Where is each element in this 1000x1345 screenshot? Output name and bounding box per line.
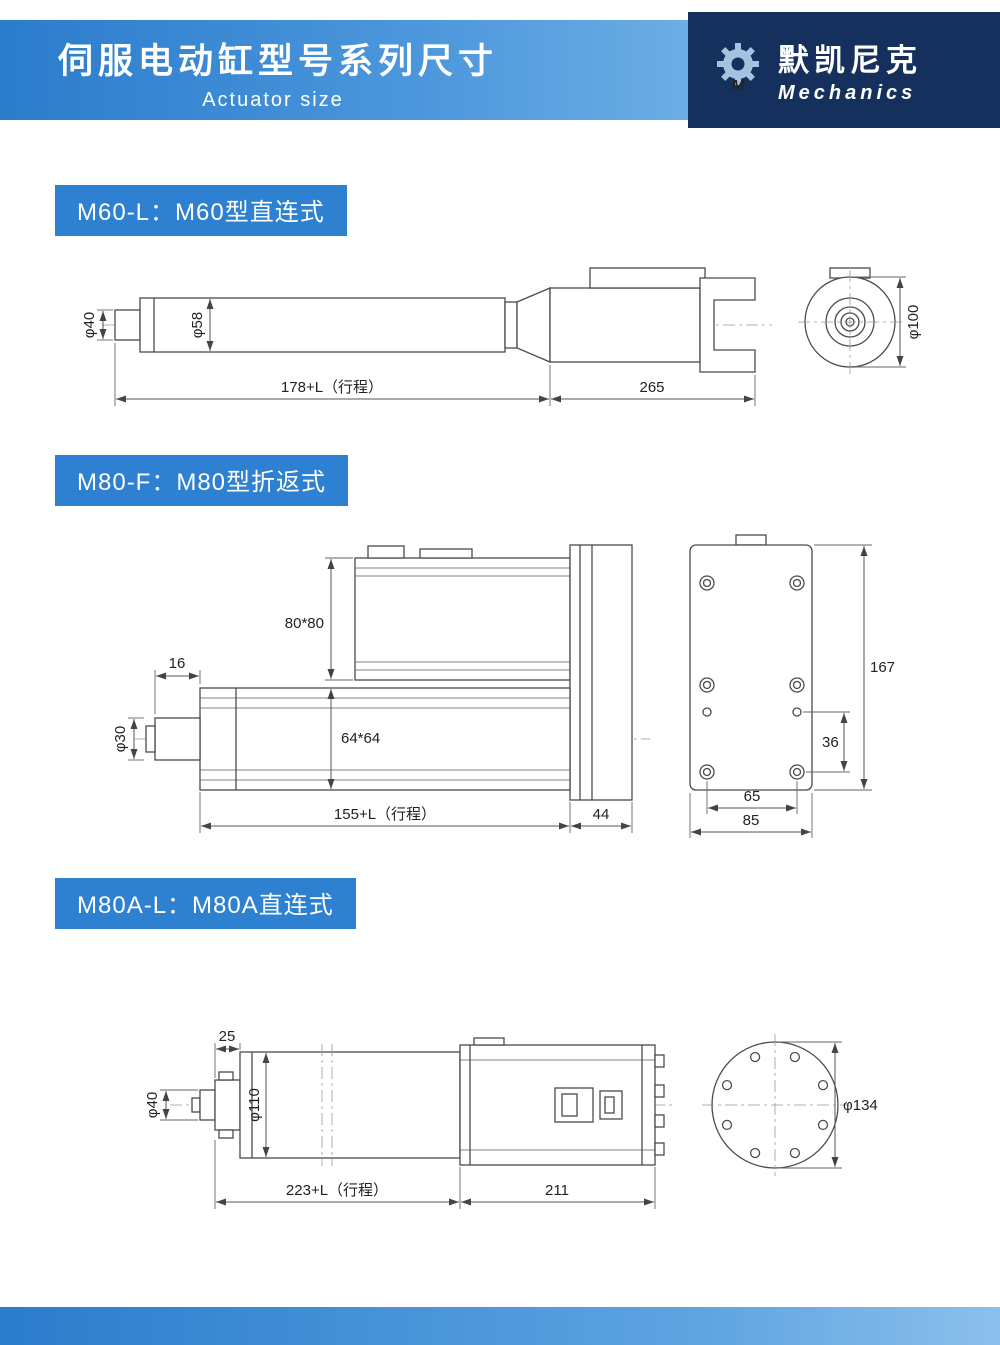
m60-dim-end-dia: φ100 — [905, 305, 922, 340]
m60-side-view — [102, 267, 772, 373]
m80f-dimensions: 16 φ30 80*80 64*64 155+L（行程） 44 — [112, 557, 633, 833]
m80a-dim-rod-dia: φ40 — [144, 1092, 161, 1118]
m60-end-view: φ100 — [798, 267, 922, 374]
m80f-dim-stroke: 155+L（行程） — [334, 806, 436, 823]
m60-dim-rod-dia: φ40 — [81, 312, 98, 338]
m80f-drawing-svg: 16 φ30 80*80 64*64 155+L（行程） 44 — [112, 534, 895, 838]
m80a-drawing-svg: 25 φ40 φ110 223+L（行程） 211 φ134 — [144, 1028, 878, 1209]
m80a-dimensions: 25 φ40 φ110 223+L（行程） 211 — [144, 1028, 656, 1209]
m80f-dim-plate-h: 167 — [870, 659, 895, 676]
m80a-dim-body-dia: φ110 — [246, 1088, 263, 1122]
brand-name-cn: 默凯尼克 — [778, 43, 922, 78]
m80f-dim-flange-w: 44 — [593, 806, 610, 823]
gear-logo-icon: M — [717, 43, 759, 94]
m80f-drawing: 16 φ30 80*80 64*64 155+L（行程） 44 — [50, 520, 950, 860]
m80a-dim-stroke: 223+L（行程） — [286, 1182, 388, 1199]
m60-drawing: φ40 φ58 178+L（行程） 265 φ100 — [50, 250, 950, 430]
m60-dim-rear-len: 265 — [639, 379, 664, 396]
brand-block: M 默凯尼克 Mechanics — [688, 12, 1000, 128]
m80f-dim-hole-span: 65 — [744, 788, 761, 805]
logo-letter: M — [732, 77, 745, 94]
gear-hub — [731, 57, 745, 71]
page-subtitle: Actuator size — [202, 89, 344, 111]
section-label-m60: M60-L：M60型直连式 — [55, 185, 347, 236]
m80a-dim-end-dia: φ134 — [843, 1097, 878, 1114]
section-label-m80f: M80-F：M80型折返式 — [55, 455, 349, 506]
brand-name-en: Mechanics — [778, 82, 917, 104]
m80f-side-view — [135, 544, 650, 801]
m80f-dim-hole-gap: 36 — [822, 734, 839, 751]
footer-bar — [0, 1307, 1000, 1345]
m80f-dim-rod-dia: φ30 — [112, 726, 129, 752]
m80f-end-view: 167 36 65 85 — [689, 534, 895, 838]
brand-text: 默凯尼克 Mechanics — [778, 35, 922, 105]
m80f-dim-motor-sec: 80*80 — [285, 615, 324, 632]
m80f-dim-plate-w: 85 — [743, 812, 760, 829]
m60-dim-body-dia: φ58 — [189, 312, 206, 338]
m80f-dim-body-sec: 64*64 — [341, 730, 380, 747]
page-title: 伺服电动缸型号系列尺寸 — [58, 42, 499, 81]
m80a-dim-front-len: 25 — [219, 1028, 236, 1045]
m80a-side-view — [170, 1037, 675, 1166]
m60-dimensions: φ40 φ58 178+L（行程） 265 — [81, 299, 756, 406]
m80f-dim-front-len: 16 — [169, 655, 186, 672]
section-label-m80a: M80A-L：M80A直连式 — [55, 878, 356, 929]
m80a-drawing: 25 φ40 φ110 223+L（行程） 211 φ134 — [50, 1020, 950, 1230]
title-bar: 伺服电动缸型号系列尺寸 Actuator size — [0, 20, 712, 120]
m60-dim-stroke: 178+L（行程） — [281, 379, 383, 396]
m80a-dim-rear-len: 211 — [545, 1182, 569, 1199]
m60-drawing-svg: φ40 φ58 178+L（行程） 265 φ100 — [81, 267, 922, 406]
m80a-end-view: φ134 — [702, 1034, 878, 1176]
